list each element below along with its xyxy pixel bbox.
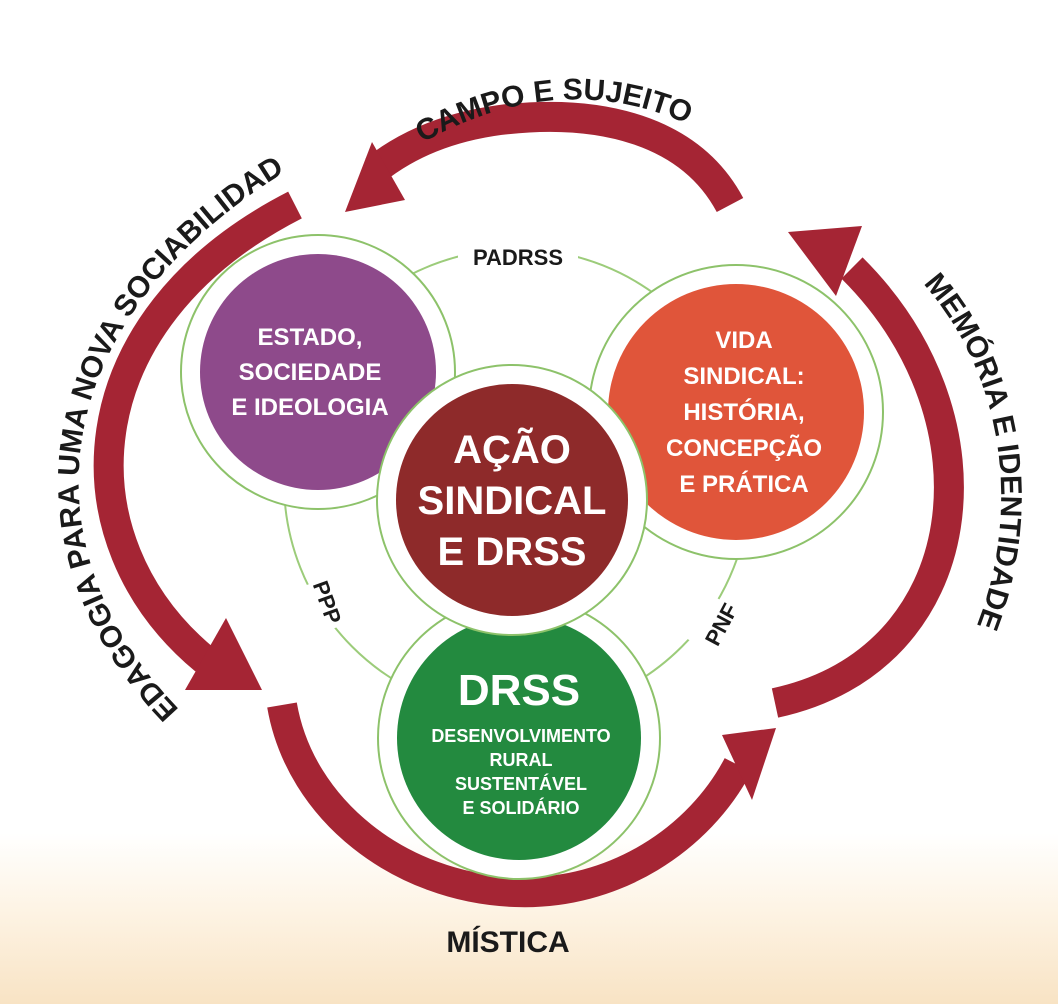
circle-vida-sindical: VIDA SINDICAL: HISTÓRIA, CONCEPÇÃO E PRÁ… — [588, 264, 884, 560]
arrow-mistica — [267, 702, 752, 908]
circle-right-line-1: VIDA — [715, 327, 772, 354]
arrowhead-pedagogia — [185, 618, 262, 690]
circle-center-fill — [396, 384, 628, 616]
label-mistica: MÍSTICA — [446, 925, 569, 959]
circle-bottom-fill — [397, 616, 641, 860]
circle-right-line-5: E PRÁTICA — [679, 470, 808, 498]
circle-center-line-3: E DRSS — [438, 530, 587, 574]
circle-right-line-2: SINDICAL: — [683, 363, 804, 390]
circle-bottom-line-2: RURAL — [490, 750, 553, 770]
circle-center-line-2: SINDICAL — [418, 479, 607, 523]
arrowhead-campo-e-sujeito — [345, 142, 405, 212]
padrss-label-bg — [458, 238, 578, 270]
arrow-memoria — [771, 257, 964, 718]
circle-bottom-title: DRSS — [458, 666, 580, 715]
circle-left-line-2: SOCIEDADE — [239, 359, 382, 386]
pnf-label-bg — [686, 594, 754, 662]
cycle-arrows — [93, 101, 964, 908]
circle-bottom-line-4: E SOLIDÁRIO — [462, 797, 579, 818]
arrowhead-mistica — [722, 728, 776, 800]
circle-bottom-line-1: DESENVOLVIMENTO — [431, 726, 610, 746]
circle-right-fill — [608, 284, 864, 540]
circle-bottom-line-3: SUSTENTÁVEL — [455, 773, 587, 794]
circle-acao-sindical: AÇÃO SINDICAL E DRSS — [376, 364, 648, 636]
circle-center-line-1: AÇÃO — [453, 426, 571, 472]
circle-right-line-4: CONCEPÇÃO — [666, 434, 822, 462]
circle-left-fill — [200, 254, 436, 490]
arrow-pedagogia — [93, 191, 302, 672]
arrowhead-memoria — [788, 226, 862, 296]
circle-right-line-3: HISTÓRIA, — [683, 398, 804, 426]
circle-left-line-3: E IDEOLOGIA — [231, 394, 388, 421]
arrow-campo-e-sujeito — [365, 101, 744, 213]
circle-left-line-1: ESTADO, — [258, 324, 363, 351]
label-padrss: PADRSS — [473, 245, 563, 270]
circle-drss: DRSS DESENVOLVIMENTO RURAL SUSTENTÁVEL E… — [377, 596, 661, 880]
ppp-label-bg — [292, 572, 358, 638]
circle-estado-sociedade-ideologia: ESTADO, SOCIEDADE E IDEOLOGIA — [180, 234, 456, 510]
